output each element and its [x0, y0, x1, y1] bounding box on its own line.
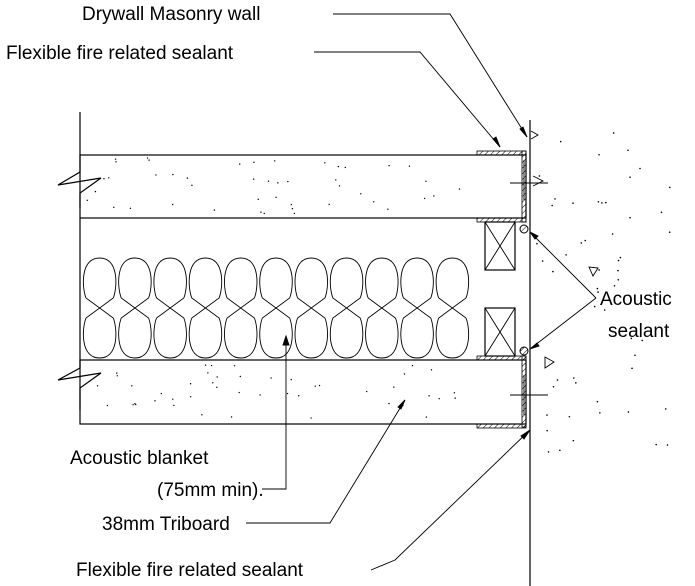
acoustic-sealant-bead-upper [519, 224, 529, 234]
break-line-lower [57, 360, 102, 410]
blanket-loop [153, 257, 187, 359]
steel-channel-upper [476, 150, 527, 223]
leader-lines [246, 13, 597, 571]
fixing-screw-upper [510, 160, 548, 200]
steel-channel-lower [476, 355, 527, 429]
blanket-loop [365, 257, 399, 359]
label-drywall-masonry-wall: Drywall Masonry wall [82, 4, 260, 25]
blanket-loop [435, 257, 470, 359]
blanket-loop [294, 257, 328, 359]
upper-triboard-panel [79, 154, 527, 219]
timber-batten-lower [484, 307, 516, 357]
blanket-loop [259, 257, 293, 359]
fixing-screw-lower [510, 375, 548, 415]
label-acoustic-blanket-line2: (75mm min). [157, 480, 264, 501]
acoustic-sealant-bead-lower [519, 346, 529, 356]
timber-batten-upper [484, 221, 516, 271]
blanket-loop [224, 257, 258, 359]
label-acoustic-sealant-line1: Acoustic [600, 289, 672, 310]
blanket-loop [188, 257, 223, 359]
blanket-loop [118, 257, 152, 359]
blanket-loop [329, 257, 364, 359]
label-triboard: 38mm Triboard [102, 514, 230, 535]
label-acoustic-sealant-line2: sealant [608, 321, 670, 342]
blanket-loop [82, 257, 117, 359]
label-acoustic-blanket-line1: Acoustic blanket [70, 448, 209, 469]
acoustic-blanket-insulation [82, 257, 470, 359]
masonry-stipple [536, 132, 671, 453]
label-flexible-sealant-top: Flexible fire related sealant [6, 43, 234, 64]
break-line-upper [57, 112, 102, 208]
masonry-aggregate-marks [530, 130, 599, 369]
blanket-loop [400, 257, 434, 359]
board-stipple [86, 157, 461, 419]
lower-triboard-panel [79, 359, 527, 425]
label-flexible-sealant-bottom: Flexible fire related sealant [76, 560, 304, 581]
